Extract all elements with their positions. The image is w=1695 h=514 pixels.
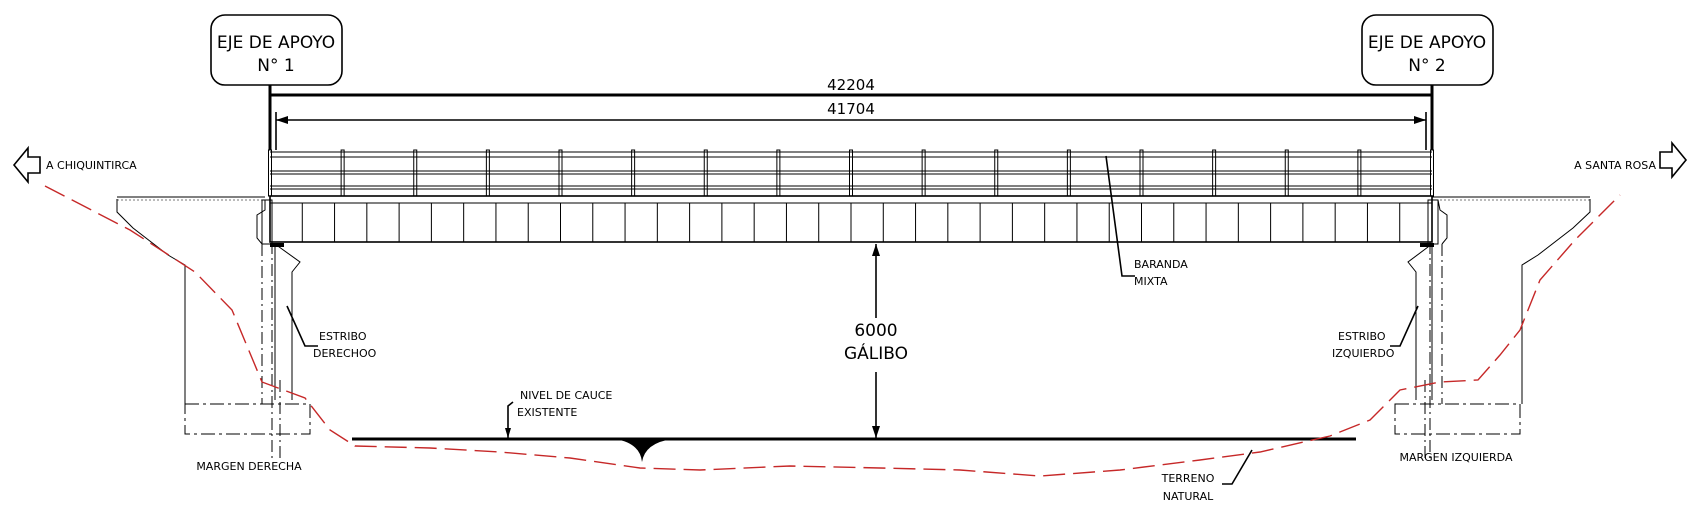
- label-railing-2: MIXTA: [1134, 275, 1168, 288]
- railing-post: [776, 149, 781, 197]
- arrow-left-icon: [12, 145, 41, 185]
- road-ground-left: [117, 196, 265, 201]
- railing-posts: [268, 149, 1434, 197]
- riverbed-line: [352, 401, 1356, 462]
- railing-post: [413, 149, 418, 197]
- label-riverbed-1: NIVEL DE CAUCE: [520, 389, 612, 402]
- terrain-line: [44, 185, 1621, 477]
- railing-post: [703, 149, 708, 197]
- axis-left-line1: EJE DE APOYO: [217, 33, 335, 53]
- axis-right-line2: N° 2: [1408, 56, 1445, 76]
- axis-bubble-right: EJE DE APOYO N° 2: [1361, 14, 1494, 86]
- railing-post: [849, 149, 853, 197]
- label-terrain-1: TERRENO: [1161, 472, 1215, 485]
- railing-post: [921, 149, 926, 197]
- label-terrain-2: NATURAL: [1163, 490, 1214, 503]
- deck-stiffeners: [301, 203, 1401, 242]
- axis-right-line1: EJE DE APOYO: [1368, 33, 1486, 53]
- railing-post: [1357, 149, 1362, 197]
- railing-post: [1212, 149, 1217, 197]
- clearance-label: GÁLIBO: [844, 342, 908, 364]
- dimension-total: 42204: [270, 76, 1432, 97]
- railing-post: [340, 149, 345, 197]
- label-bank-left: MARGEN IZQUIERDA: [1400, 451, 1513, 464]
- road-ground-right: [1432, 196, 1590, 201]
- label-abutment-right-1: ESTRIBO: [319, 330, 367, 343]
- railing-post: [1139, 149, 1144, 197]
- axis-left-line2: N° 1: [257, 56, 294, 76]
- direction-left: A CHIQUINTIRCA: [12, 145, 137, 185]
- direction-right: A SANTA ROSA: [1574, 140, 1688, 180]
- axis-bubble-left: EJE DE APOYO N° 1: [210, 14, 343, 86]
- label-riverbed-2: EXISTENTE: [517, 406, 577, 419]
- leader-abutment-right: [286, 305, 318, 347]
- label-abutment-right-2: DERECHOO: [313, 347, 377, 360]
- wingwall-left: [116, 199, 186, 404]
- dimension-span-text: 41704: [827, 100, 875, 118]
- leader-abutment-left: [1390, 305, 1419, 347]
- wingwall-right: [1521, 199, 1591, 404]
- clearance-dimension: 6000 GÁLIBO: [844, 244, 908, 438]
- railing-post: [631, 149, 636, 197]
- bridge-deck: [269, 195, 1433, 243]
- railing-post: [558, 149, 563, 197]
- railing-post: [485, 149, 490, 197]
- railing: [268, 149, 1434, 197]
- abutment-right: [1394, 199, 1521, 460]
- direction-right-label: A SANTA ROSA: [1574, 159, 1656, 172]
- label-abutment-left-2: IZQUIERDO: [1332, 347, 1395, 360]
- clearance-value: 6000: [854, 321, 897, 341]
- leader-railing: [1105, 155, 1135, 277]
- railing-post: [1066, 149, 1071, 197]
- dimension-span: 41704: [275, 100, 1427, 150]
- label-bank-right: MARGEN DERECHA: [196, 460, 302, 473]
- leader-terrain: [1222, 449, 1253, 485]
- arrow-right-icon: [1659, 140, 1688, 180]
- railing-post: [994, 149, 999, 197]
- dimension-total-text: 42204: [827, 76, 875, 94]
- direction-left-label: A CHIQUINTIRCA: [46, 159, 137, 172]
- label-abutment-left-1: ESTRIBO: [1338, 330, 1386, 343]
- label-railing-1: BARANDA: [1134, 258, 1188, 271]
- railing-post: [1284, 149, 1289, 197]
- abutment-left: [184, 199, 311, 460]
